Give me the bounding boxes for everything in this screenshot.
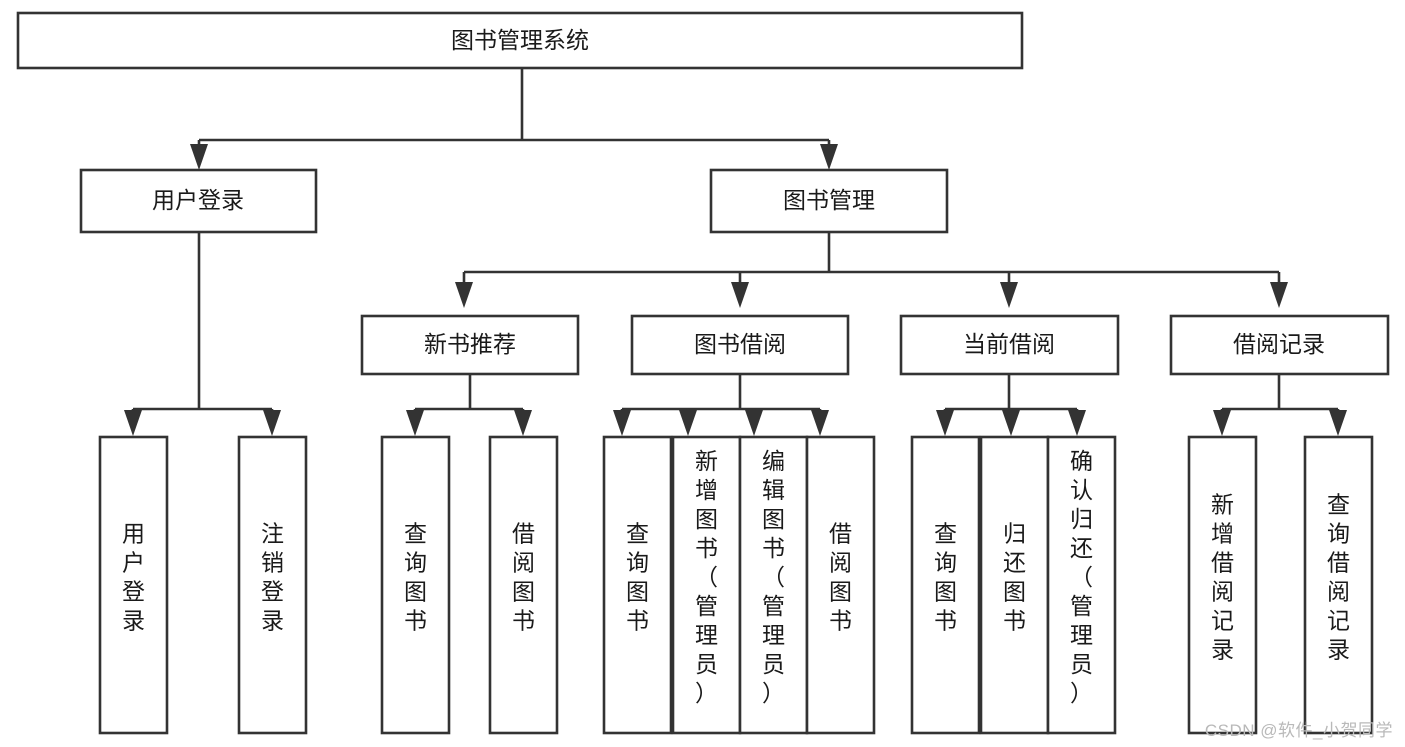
leaf-box-borrow-record-2[interactable]	[1303, 435, 1374, 735]
arrow-icon-root-to-book-mgmt	[820, 144, 838, 170]
connector-group-borrow-book	[613, 374, 829, 436]
leaf-box-borrow-book-4[interactable]	[805, 435, 876, 735]
leaf-label-borrow-record-1: 新增借阅记录	[1211, 492, 1234, 663]
arrow-icon-borrow-record-leaf-1	[1213, 410, 1231, 436]
leaf-label-current-borrow-2: 归还图书	[1003, 521, 1026, 634]
leaf-box-borrow-book-3[interactable]	[738, 435, 809, 735]
arrow-icon-to-new-book	[455, 282, 473, 308]
leaf-label-current-borrow-3: 确认归还（管理员）	[1070, 448, 1093, 706]
arrow-icon-current-borrow-leaf-1	[936, 410, 954, 436]
leaf-box-borrow-book-2[interactable]	[671, 435, 742, 735]
leaf-box-current-borrow-3[interactable]	[1046, 435, 1117, 735]
arrow-icon-borrow-book-leaf-2	[679, 410, 697, 436]
arrow-icon-user-login-leaf-2	[263, 410, 281, 436]
node-book-management-box	[709, 168, 949, 234]
node-new-book-recommend[interactable]: 新书推荐	[360, 314, 580, 376]
watermark-text: CSDN @软件_小贺同学	[1204, 721, 1393, 740]
leaf-label-borrow-book-2: 新增图书（管理员）	[695, 448, 718, 706]
connector-group-book-mgmt	[455, 232, 1288, 308]
leaf-label-borrow-book-3: 编辑图书（管理员）	[762, 448, 785, 706]
node-borrow-record-label: 借阅记录	[1233, 331, 1325, 357]
connector-group-new-book	[406, 374, 532, 436]
arrow-icon-new-book-leaf-1	[406, 410, 424, 436]
leaf-label-new-book-2: 借阅图书	[512, 521, 535, 634]
connector-group-user-login	[124, 232, 281, 436]
node-root-system[interactable]: 图书管理系统	[16, 11, 1024, 70]
leaf-box-borrow-book-1[interactable]	[602, 435, 673, 735]
node-book-borrow[interactable]: 图书借阅	[630, 314, 850, 376]
node-current-borrow-box	[899, 314, 1120, 376]
leaf-label-new-book-1: 查询图书	[404, 521, 427, 634]
leaf-box-current-borrow-1[interactable]	[910, 435, 981, 735]
connector-group-root	[190, 68, 838, 170]
arrow-icon-to-borrow-book	[731, 282, 749, 308]
node-book-borrow-label: 图书借阅	[694, 331, 786, 357]
leaf-box-new-book-2[interactable]	[488, 435, 559, 735]
node-root-system-box	[16, 11, 1024, 70]
leaf-label-user-login-2: 注销登录	[261, 521, 284, 634]
leaf-box-user-login-2[interactable]	[237, 435, 308, 735]
node-book-management[interactable]: 图书管理	[709, 168, 949, 234]
node-user-login[interactable]: 用户登录	[79, 168, 318, 234]
leaf-box-borrow-record-1[interactable]	[1187, 435, 1258, 735]
leaf-labels-group: 用户登录 注销登录 查询图书 借阅图书 查询图书 新增图书（管理员） 编辑图书（…	[122, 448, 1350, 706]
node-user-login-label: 用户登录	[152, 187, 244, 213]
arrow-icon-current-borrow-leaf-3	[1068, 410, 1086, 436]
leaf-boxes-group	[98, 435, 1374, 735]
connector-group-borrow-record	[1213, 374, 1347, 436]
arrow-icon-new-book-leaf-2	[514, 410, 532, 436]
leaf-box-new-book-1[interactable]	[380, 435, 451, 735]
arrow-icon-user-login-leaf-1	[124, 410, 142, 436]
leaf-box-user-login-1[interactable]	[98, 435, 169, 735]
connector-group-current-borrow	[936, 374, 1086, 436]
arrow-icon-borrow-book-leaf-1	[613, 410, 631, 436]
arrow-icon-borrow-record-leaf-2	[1329, 410, 1347, 436]
leaf-label-borrow-record-2: 查询借阅记录	[1327, 492, 1350, 663]
node-root-system-label: 图书管理系统	[451, 27, 589, 53]
node-book-management-label: 图书管理	[783, 187, 875, 213]
leaf-label-borrow-book-4: 借阅图书	[829, 521, 852, 634]
arrow-icon-to-borrow-record	[1270, 282, 1288, 308]
arrow-icon-borrow-book-leaf-3	[745, 410, 763, 436]
arrow-icon-current-borrow-leaf-2	[1002, 410, 1020, 436]
node-new-book-recommend-label: 新书推荐	[424, 331, 516, 357]
leaf-label-user-login-1: 用户登录	[122, 521, 145, 634]
arrow-icon-root-to-user-login	[190, 144, 208, 170]
node-borrow-record-box	[1169, 314, 1390, 376]
node-current-borrow[interactable]: 当前借阅	[899, 314, 1120, 376]
node-new-book-recommend-box	[360, 314, 580, 376]
node-borrow-record[interactable]: 借阅记录	[1169, 314, 1390, 376]
node-current-borrow-label: 当前借阅	[963, 331, 1055, 357]
node-user-login-box	[79, 168, 318, 234]
leaf-label-current-borrow-1: 查询图书	[934, 521, 957, 634]
leaf-box-current-borrow-2[interactable]	[979, 435, 1050, 735]
leaf-label-borrow-book-1: 查询图书	[626, 521, 649, 634]
arrow-icon-to-current-borrow	[1000, 282, 1018, 308]
node-book-borrow-box	[630, 314, 850, 376]
arrow-icon-borrow-book-leaf-4	[811, 410, 829, 436]
